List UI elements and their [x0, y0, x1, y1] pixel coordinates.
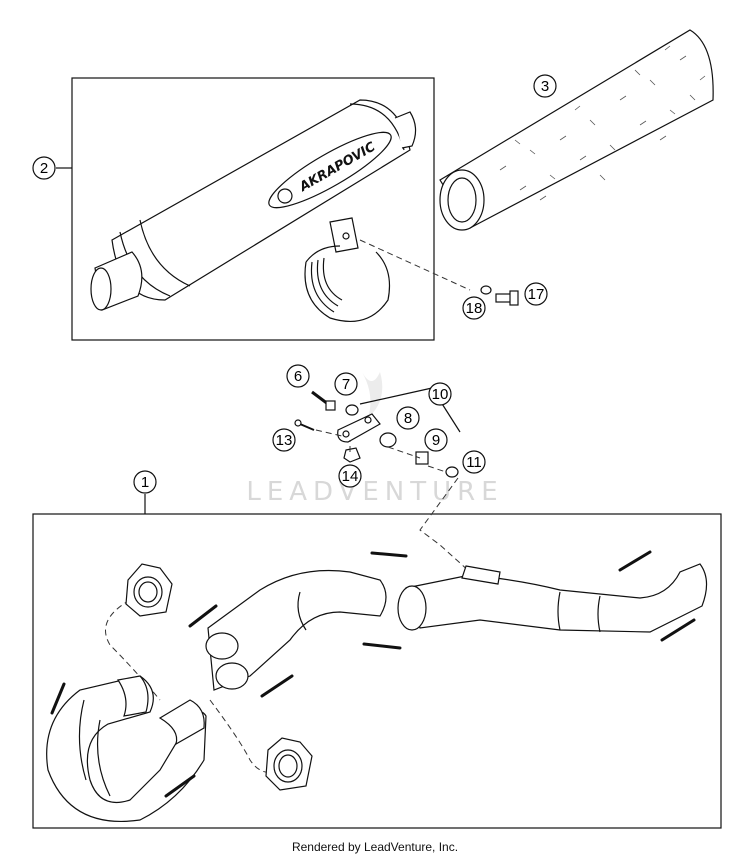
callout-9-label: 9	[432, 432, 440, 449]
watermark: LEADVENTURE	[246, 372, 503, 507]
callout-18: 18	[462, 296, 486, 320]
silencer-insulation-wrap	[439, 29, 714, 231]
silencer-muffler: AKRAPOVIC	[90, 99, 417, 311]
callout-8-label: 8	[404, 410, 412, 427]
silencer-clamp	[304, 217, 391, 322]
callout-7-label: 7	[342, 376, 350, 393]
header-flange-lower	[265, 737, 313, 791]
nut-14	[343, 447, 361, 463]
washer-7	[345, 404, 359, 416]
callout-13: 13	[272, 428, 296, 452]
callout-13-label: 13	[276, 432, 293, 449]
callout-17: 17	[524, 282, 548, 306]
callout-10-label: 10	[432, 386, 449, 403]
rubber-8	[379, 432, 397, 448]
callout-7: 7	[334, 372, 358, 396]
callout-6: 6	[286, 364, 310, 388]
callout-2-label: 2	[40, 160, 48, 177]
header-group-box	[32, 513, 722, 829]
callout-14: 14	[338, 464, 362, 488]
callout-1-label: 1	[141, 474, 149, 491]
screw-17	[495, 290, 519, 306]
callout-11: 11	[462, 450, 486, 474]
callout-3: 3	[533, 74, 557, 98]
header-pipe-assembly	[46, 563, 708, 822]
header-flange-upper	[125, 563, 173, 617]
callout-8: 8	[396, 406, 420, 430]
callout-18-label: 18	[466, 300, 483, 317]
footer-credit: Rendered by LeadVenture, Inc.	[291, 840, 459, 854]
callout-17-label: 17	[528, 286, 545, 303]
washer-18	[480, 285, 492, 295]
studs	[50, 550, 696, 798]
callout-3-label: 3	[541, 78, 549, 95]
bracket-10	[337, 413, 381, 443]
washer-11	[445, 466, 459, 478]
callout-1: 1	[133, 470, 157, 494]
callout-11-label: 11	[466, 454, 482, 471]
screw-6	[311, 390, 336, 411]
callout-9: 9	[424, 428, 448, 452]
callout-14-label: 14	[342, 468, 359, 485]
silencer-group-box	[71, 77, 435, 341]
screw-13	[294, 419, 315, 431]
watermark-text: LEADVENTURE	[246, 477, 503, 507]
callout-6-label: 6	[294, 368, 302, 385]
callout-10: 10	[428, 382, 452, 406]
sleeve-9	[415, 451, 429, 465]
callout-2: 2	[32, 156, 56, 180]
